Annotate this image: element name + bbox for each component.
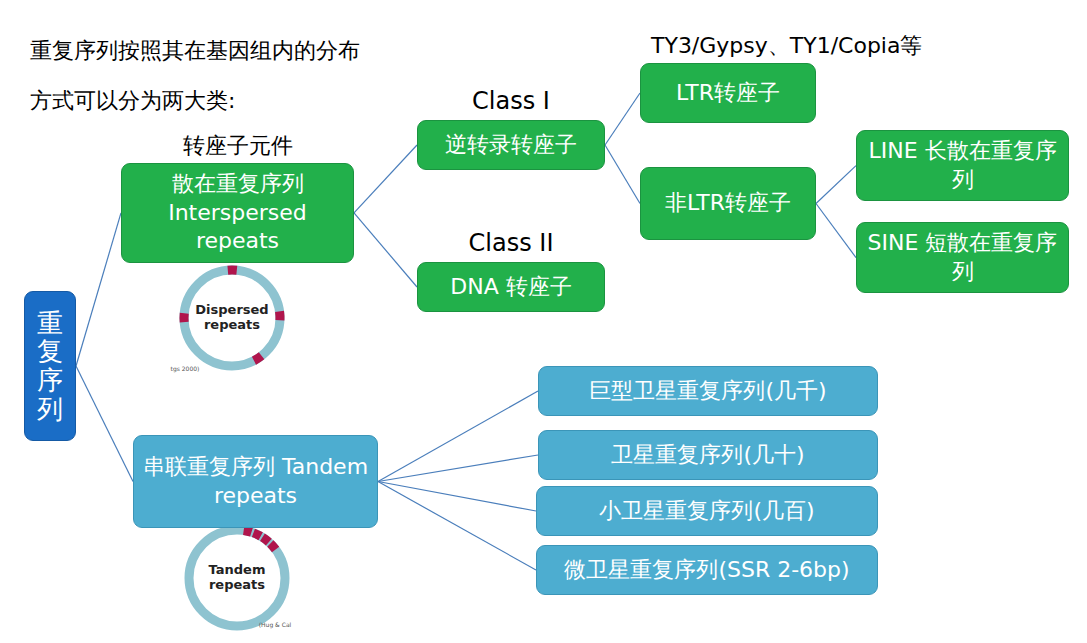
- tree-connector: [605, 93, 640, 145]
- box-label: 巨型卫星重复序列(几千): [589, 377, 826, 406]
- box-label: 串联重复序列 Tandem repeats: [142, 453, 369, 510]
- tree-connector: [378, 391, 538, 482]
- box-label: 微卫星重复序列(SSR 2-6bp): [564, 556, 849, 585]
- box-label: 卫星重复序列(几十): [611, 441, 804, 470]
- tree-connector: [354, 213, 417, 287]
- category-box: 转座子元件散在重复序列 Interspersed repeats: [121, 163, 354, 263]
- tree-connector: [378, 455, 538, 482]
- tree-connector: [816, 204, 856, 258]
- group-heading: 转座子元件: [183, 133, 293, 159]
- tree-connector: [354, 145, 417, 213]
- tree-connector: [816, 166, 856, 204]
- box-label: LTR转座子: [676, 79, 780, 108]
- figure-label: Dispersed repeats: [187, 303, 277, 333]
- box-label: 非LTR转座子: [665, 189, 791, 218]
- category-box: Class I逆转录转座子: [417, 120, 605, 170]
- tree-connector: [76, 366, 133, 482]
- box-label: SINE 短散在重复序列: [865, 229, 1060, 286]
- tree-connector: [378, 482, 536, 512]
- tandem-circle: [169, 510, 305, 643]
- category-box: 串联重复序列 Tandem repeats: [133, 435, 378, 528]
- category-box: 卫星重复序列(几十): [538, 430, 878, 480]
- figure-label: Tandem repeats: [192, 563, 282, 593]
- tree-connector: [76, 213, 121, 366]
- figure-label: (Hug & Cal: [250, 622, 300, 629]
- box-label: 散在重复序列 Interspersed repeats: [130, 170, 345, 256]
- category-box: 非LTR转座子: [640, 167, 816, 240]
- box-label: LINE 长散在重复序列: [865, 137, 1060, 194]
- group-heading: Class I: [472, 87, 550, 116]
- box-label: 逆转录转座子: [445, 131, 577, 160]
- category-box: TY3/Gypsy、TY1/Copia等LTR转座子: [640, 63, 816, 123]
- tree-connector: [605, 145, 640, 204]
- box-label: 重复序列: [37, 309, 63, 423]
- category-box: LINE 长散在重复序列: [856, 130, 1069, 201]
- figure-label: tgs 2000): [160, 366, 210, 373]
- group-heading: TY3/Gypsy、TY1/Copia等: [651, 33, 922, 59]
- category-box: SINE 短散在重复序列: [856, 222, 1069, 293]
- heading-text: 重复序列按照其在基因组内的分布 方式可以分为两大类:: [30, 26, 470, 126]
- group-heading: Class II: [469, 229, 554, 258]
- category-box: Class IIDNA 转座子: [417, 262, 605, 312]
- box-label: DNA 转座子: [450, 273, 571, 302]
- box-label: 小卫星重复序列(几百): [599, 497, 814, 526]
- category-box: 重复序列: [24, 291, 76, 441]
- category-box: 巨型卫星重复序列(几千): [538, 366, 878, 416]
- category-box: 小卫星重复序列(几百): [536, 486, 878, 536]
- category-box: 微卫星重复序列(SSR 2-6bp): [536, 545, 878, 595]
- tree-connector: [378, 482, 536, 571]
